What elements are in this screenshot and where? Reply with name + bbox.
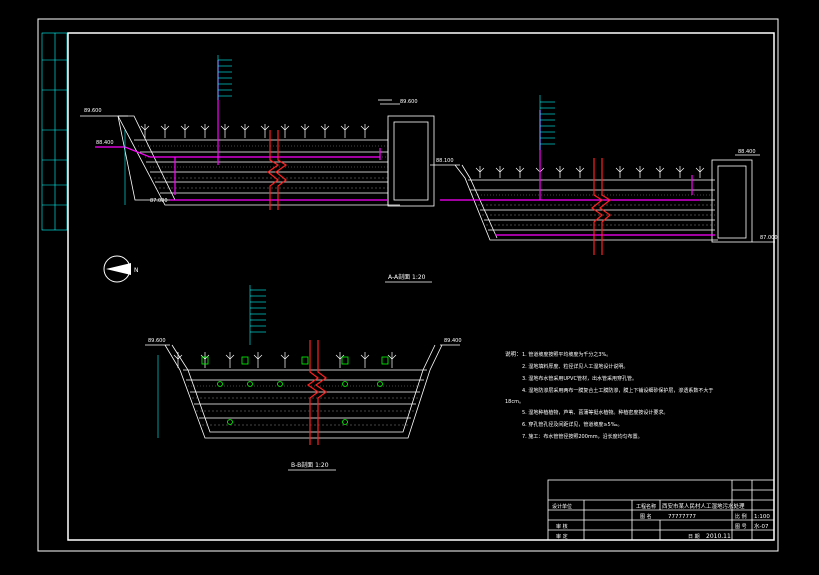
aa-left-pipes [95, 60, 388, 201]
bb-plant-markers [201, 356, 389, 425]
aa-right-pipes [440, 110, 715, 236]
aa-right-gravel [472, 194, 715, 226]
tb-number-label: 图 号 [735, 524, 747, 530]
note-line-2: 2. 湿地填料厚度、粒径详见人工湿地设计说明。 [522, 363, 628, 370]
elev-aa-left-top: 89.600 [84, 108, 102, 114]
elev-aa-right-box2: 88.400 [738, 149, 756, 155]
note-line-7: 6. 穿孔管孔径及间距详见，管道坡度≥5‰。 [522, 421, 622, 428]
note-line-3: 3. 湿地布水管采用UPVC管材，出水管采用穿孔管。 [522, 375, 637, 382]
notes-title: 说明： [505, 350, 522, 358]
outer-border [37, 18, 779, 552]
aa-right-plants [475, 166, 705, 178]
north-label: N [134, 267, 139, 274]
tb-designer-label: 设计单位 [552, 503, 572, 510]
elev-aa-right-top: 88.100 [436, 158, 454, 164]
tb-project-name: 西安市某人民村人工湿地污水处理 [662, 502, 745, 510]
elev-bb-left: 89.600 [148, 338, 166, 344]
aa-section-left [80, 99, 435, 207]
tb-project-label: 工程名称 [636, 503, 656, 510]
aa-left-break [266, 130, 288, 210]
bb-break [306, 340, 328, 445]
tb-drawing-label: 图 名 [640, 513, 652, 520]
aa-right-break [590, 158, 612, 255]
note-line-6: 5. 湿地种植植物，芦苇、菖蒲等挺水植物。种植密度按设计要求。 [522, 409, 668, 416]
aa-right-callout [539, 95, 555, 150]
aa-left-plants [140, 124, 370, 138]
bb-gravel [188, 385, 422, 426]
tb-date-value: 2010.11 [706, 533, 731, 540]
note-line-8: 7. 施工：布水管管径按照200mm，沿长度均匀布置。 [522, 433, 643, 440]
bb-callout [157, 285, 266, 438]
side-stamp-column [41, 32, 68, 231]
tb-check-label: 审 核 [556, 523, 568, 530]
elev-bb-right: 89.400 [444, 338, 462, 344]
elev-aa-far-right: 87.000 [760, 235, 778, 241]
elev-aa-left-bottom: 87.000 [150, 198, 168, 204]
inner-frame [67, 32, 775, 541]
bb-section [145, 344, 460, 439]
elev-aa-left-water: 88.400 [96, 140, 114, 146]
tb-drawing-name: 77777777 [668, 514, 696, 520]
tb-scale-label: 比 例 [735, 513, 747, 520]
note-line-5: 18cm。 [505, 399, 524, 405]
title-block [547, 479, 775, 541]
note-line-4: 4. 湿地防渗层采用两布一膜复合土工膜防渗，膜上下铺设细砂保护层，渗透系数不大于 [522, 387, 713, 394]
tb-date-label: 日 期 [688, 534, 700, 540]
aa-left-callout [124, 55, 232, 205]
bb-section-title: B-B剖面 1:20 [291, 461, 329, 469]
bb-plants [173, 352, 397, 368]
tb-number-value: 水-07 [754, 522, 769, 530]
aa-left-gravel [138, 145, 388, 189]
aa-section-title: A-A剖面 1:20 [388, 273, 426, 281]
north-arrow-icon [103, 255, 131, 283]
tb-review-label: 审 定 [556, 533, 568, 540]
elev-aa-right-box: 89.600 [400, 99, 418, 105]
tb-scale-value: 1:100 [754, 514, 770, 520]
note-line-1: 1. 管道坡度按照平均坡度为千分之3%。 [522, 351, 611, 358]
